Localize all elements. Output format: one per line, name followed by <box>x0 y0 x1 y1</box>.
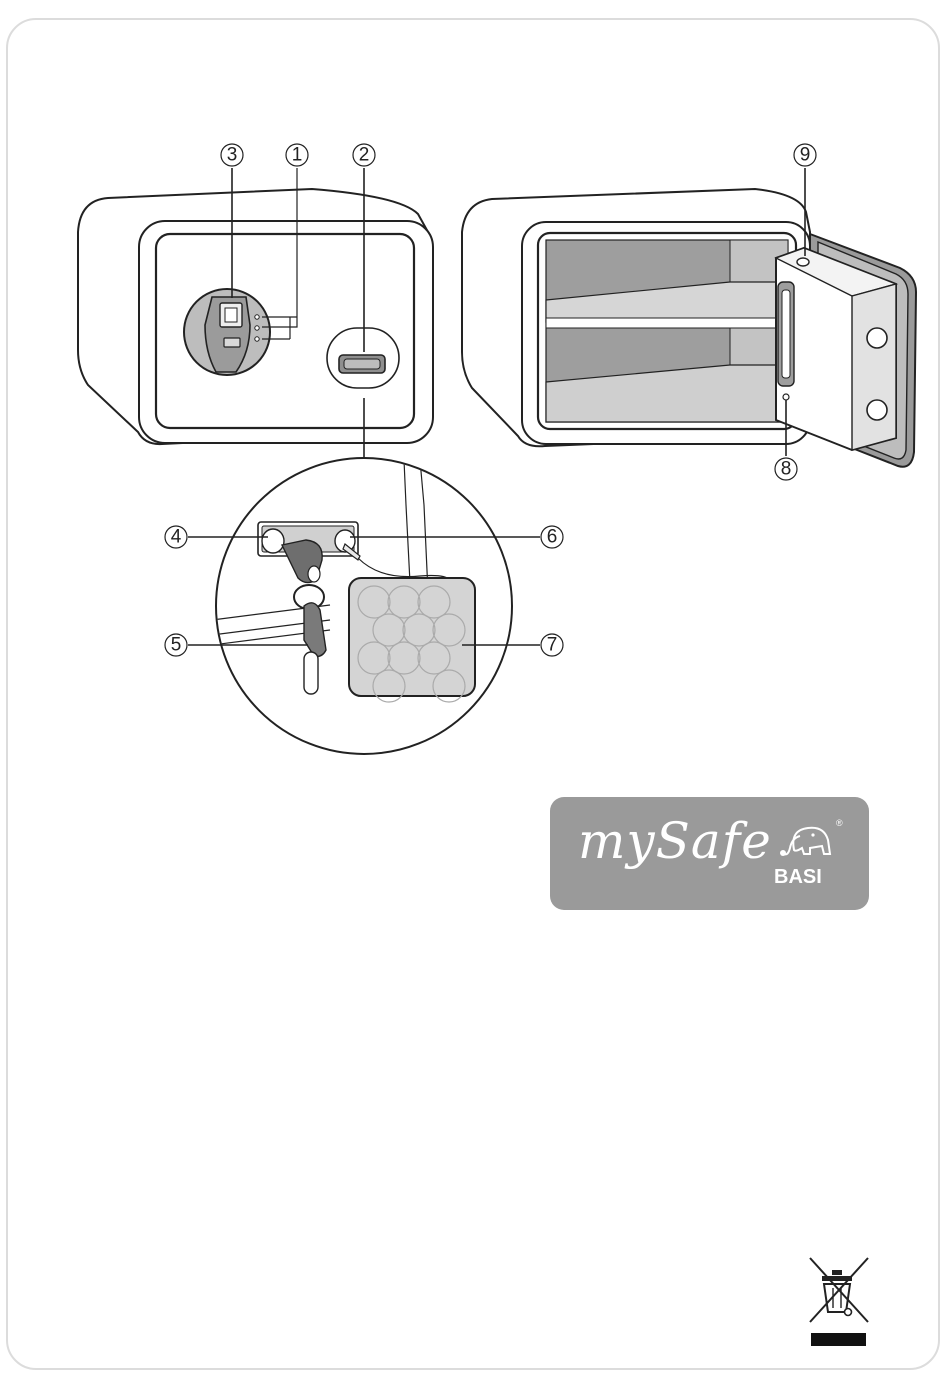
callout-3: 3 <box>221 144 243 166</box>
locking-bolt <box>867 400 887 420</box>
callout-7-label: 7 <box>547 635 558 656</box>
callout-2: 2 <box>353 144 375 166</box>
callout-1-label: 1 <box>292 145 303 166</box>
locking-bolt <box>867 328 887 348</box>
callout-9: 9 <box>794 144 816 166</box>
detail-magnifier <box>212 458 512 754</box>
logo-brand: BASI <box>774 866 822 889</box>
callout-1: 1 <box>286 144 308 166</box>
reset-button <box>797 258 809 266</box>
callout-9-label: 9 <box>800 145 811 166</box>
callout-5: 5 <box>165 634 187 656</box>
callout-6: 6 <box>541 526 563 548</box>
callout-8-label: 8 <box>781 459 792 480</box>
callout-8: 8 <box>775 458 797 480</box>
callout-3-label: 3 <box>227 145 238 166</box>
callout-4-label: 4 <box>171 527 182 548</box>
external-battery-box <box>349 578 475 696</box>
led-indicator <box>255 315 259 319</box>
basi-elephant-icon <box>780 820 840 866</box>
led-indicator <box>255 337 259 341</box>
led-indicator <box>255 326 259 330</box>
open-safe-illustration <box>462 189 916 467</box>
crossed-out-wheelie-bin-icon <box>810 1258 868 1346</box>
callout-6-label: 6 <box>547 527 558 548</box>
registered-mark: ® <box>836 818 843 828</box>
logo-wordmark: mySafe <box>578 812 772 870</box>
callout-7: 7 <box>541 634 563 656</box>
callout-4: 4 <box>165 526 187 548</box>
callout-2-label: 2 <box>359 145 370 166</box>
callout-5-label: 5 <box>171 635 182 656</box>
closed-safe-illustration <box>78 189 433 444</box>
